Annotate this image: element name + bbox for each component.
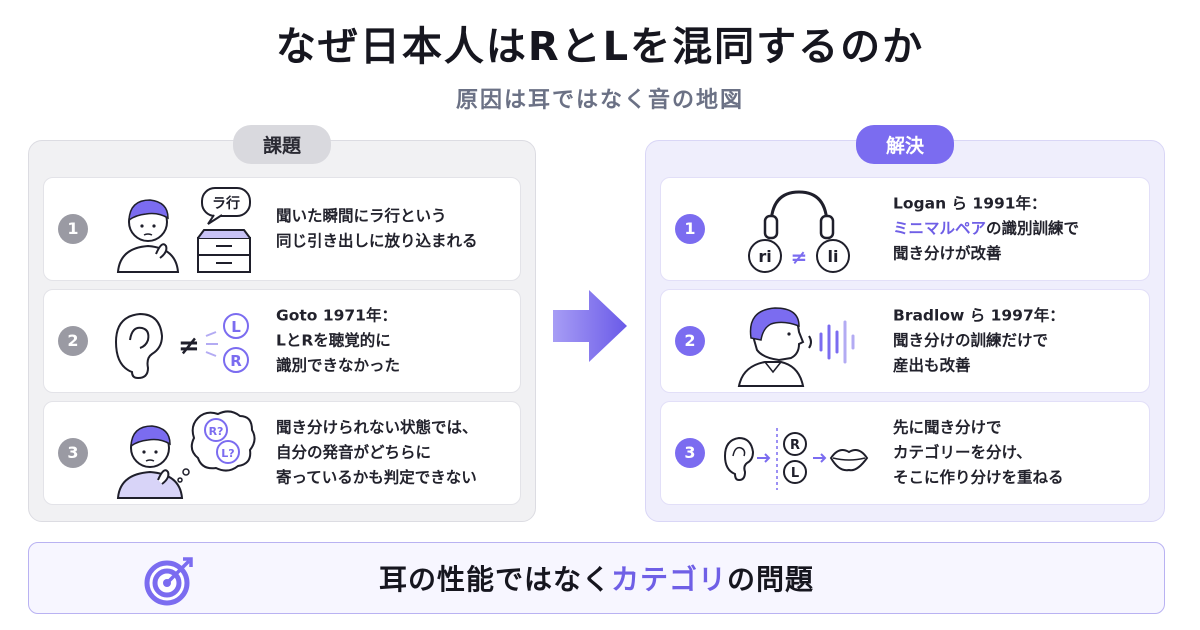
card-line: 自分の発音がどちらに — [276, 443, 432, 462]
not-equal-sign: ≠ — [178, 331, 200, 361]
not-equal-sign: ≠ — [791, 245, 808, 269]
card-line-rest: の識別訓練で — [986, 219, 1080, 238]
card-line: 聞き分けられない状態では、 — [276, 418, 478, 437]
bubble-text: ラ行 — [212, 195, 240, 212]
conclusion-text: 耳の性能ではなくカテゴリの問題 — [29, 558, 1164, 598]
card-text: 聞いた瞬間にラ行という 同じ引き出しに放り込まれる — [276, 204, 510, 254]
page-subtitle: 原因は耳ではなく音の地図 — [455, 88, 744, 113]
solution-label: 解決 — [855, 125, 955, 164]
ear-to-mouth-icon: R L — [723, 428, 869, 490]
card-number: 2 — [58, 326, 88, 356]
drawer-icon — [197, 229, 251, 273]
card-line: 聞いた瞬間にラ行という — [276, 207, 447, 225]
person-speaking-icon — [737, 307, 855, 387]
badge-l: L — [231, 318, 241, 336]
problem-card-3: 3 R? L? 聞き分けられない状態では、 自分の発音がどちらに 寄っているかも… — [43, 401, 521, 505]
card-text: 先に聞き分けで カテゴリーを分け、 そこに作り分けを重ねる — [893, 416, 1139, 491]
solution-panel: 解決 1 ri ≠ li Logan ら 1991年： ミニマルペアの識別訓練で… — [645, 125, 1165, 522]
person-thinking-icon: ラ行 — [116, 187, 251, 273]
card-line: 先に聞き分けで — [893, 418, 1002, 437]
solution-card-3: 3 R L 先に聞き分けで カテゴリーを分け、 そこに作り分けを重ねる — [660, 401, 1150, 505]
mouth-icon — [829, 449, 869, 472]
card-text: Goto 1971年： LとRを聴覚的に 識別できなかった — [276, 304, 510, 379]
card-line: 産出も改善 — [893, 356, 971, 375]
card-line: 聞き分けの訓練だけで — [893, 331, 1049, 350]
page-title: なぜ日本人はRとLを混同するのか — [275, 24, 925, 70]
person-confused-icon: R? L? — [116, 410, 256, 499]
card-line: Goto 1971年： — [276, 306, 397, 325]
card-line: 識別できなかった — [276, 356, 401, 375]
card-line: ミニマルペアの識別訓練で — [893, 217, 1139, 242]
card-number: 1 — [58, 214, 88, 244]
headphones-icon: ri ≠ li — [748, 190, 850, 273]
ear-icon: ≠ L R — [114, 312, 249, 380]
arrow-right-icon — [553, 290, 627, 362]
card-number: 1 — [675, 214, 705, 244]
card-line: 寄っているかも判定できない — [276, 468, 477, 487]
problem-card-2: 2 ≠ L R Goto 1971年： LとRを聴覚的に 識別できなかった — [43, 289, 521, 393]
accent-text: ミニマルペア — [893, 219, 987, 238]
card-line: 聞き分けが改善 — [893, 244, 1002, 263]
bubble-ri: ri — [758, 247, 771, 266]
card-text: Logan ら 1991年： ミニマルペアの識別訓練で 聞き分けが改善 — [893, 192, 1139, 267]
card-text: Bradlow ら 1997年： 聞き分けの訓練だけで 産出も改善 — [893, 304, 1139, 379]
card-number: 3 — [58, 438, 88, 468]
bubble-li: li — [828, 247, 839, 266]
bubble-r: R? — [209, 425, 224, 438]
target-icon — [144, 557, 193, 606]
card-line: 同じ引き出しに放り込まれる — [276, 232, 478, 250]
conclusion-highlight: カテゴリ — [610, 563, 727, 596]
badge-r: R — [230, 352, 242, 370]
card-line: LとRを聴覚的に — [276, 331, 391, 350]
badge-r: R — [790, 438, 800, 453]
problem-card-1: 1 ラ行 聞いた瞬間にラ行という 同じ引き出しに放り込まれる — [43, 177, 521, 281]
solution-card-2: 2 Bradlow ら 1997年： 聞き分けの訓練だけで 産出も改善 — [660, 289, 1150, 393]
problem-label: 課題 — [232, 125, 332, 164]
solution-card-1: 1 ri ≠ li Logan ら 1991年： ミニマルペアの識別訓練で 聞き… — [660, 177, 1150, 281]
card-line: Logan ら 1991年： — [893, 194, 1047, 213]
problem-panel: 課題 1 ラ行 聞いた瞬間にラ行という 同じ引き出しに放り込まれる — [28, 125, 536, 522]
conclusion-bar: 耳の性能ではなくカテゴリの問題 — [28, 542, 1165, 614]
bubble-l: L? — [221, 447, 234, 460]
card-number: 2 — [675, 326, 705, 356]
conclusion-prefix: 耳の性能ではなく — [378, 563, 611, 596]
card-line: そこに作り分けを重ねる — [893, 468, 1064, 487]
card-number: 3 — [675, 438, 705, 468]
conclusion-suffix: の問題 — [727, 563, 815, 596]
card-text: 聞き分けられない状態では、 自分の発音がどちらに 寄っているかも判定できない — [276, 416, 510, 491]
card-line: Bradlow ら 1997年： — [893, 306, 1065, 325]
badge-l: L — [791, 466, 799, 481]
card-line: カテゴリーを分け、 — [893, 443, 1032, 462]
